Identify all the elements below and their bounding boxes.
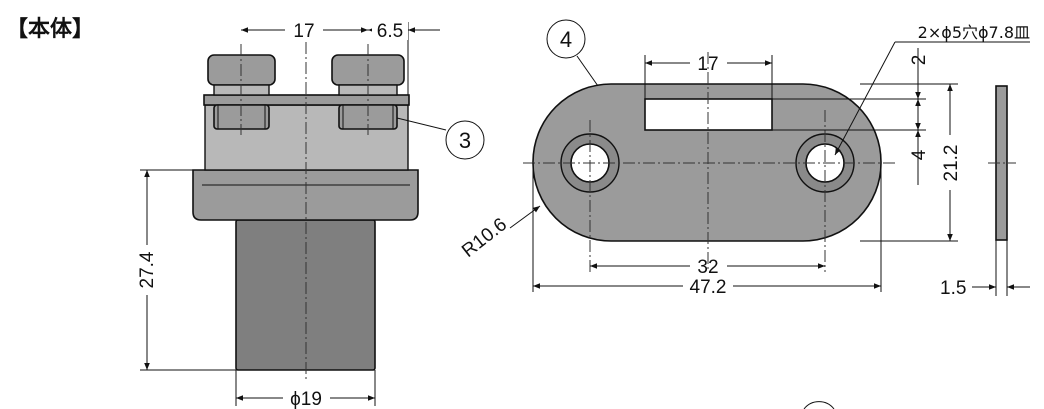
callout-3-circle [445,120,485,160]
dim-slot-length: 17 [697,54,718,75]
section-heading: 【本体】 [6,17,94,42]
dim-plate-length: 47.2 [690,277,727,298]
plate-edge-view: 1.5 [940,85,1030,299]
dim-height: 27.4 [137,251,158,288]
dim-bolt-offset: 6.5 [377,21,403,42]
hole-note: 2×ϕ5穴ϕ7.8皿 [918,23,1030,42]
dim-hole-pitch: 32 [697,257,718,278]
callout-4-circle [546,19,586,59]
dim-diameter: ϕ19 [290,389,322,409]
callout-4: 4 [560,27,572,52]
dim-thickness: 1.5 [940,278,966,299]
callout-3: 3 [459,128,471,153]
dim-bolt-pitch: 17 [293,21,314,42]
plate-top-view: 4 17 2×ϕ5穴ϕ7.8皿 2 4 21.2 32 [458,19,1030,298]
dim-slot-width: 2 [909,55,930,66]
partial-callout-circle [803,401,835,409]
body-side-view: 17 6.5 27.4 ϕ19 3 [137,18,485,409]
dim-radius: R10.6 [458,214,511,262]
body-flange [192,169,419,221]
dim-plate-width: 21.2 [941,145,962,182]
dim-slot-offset: 4 [909,149,930,160]
